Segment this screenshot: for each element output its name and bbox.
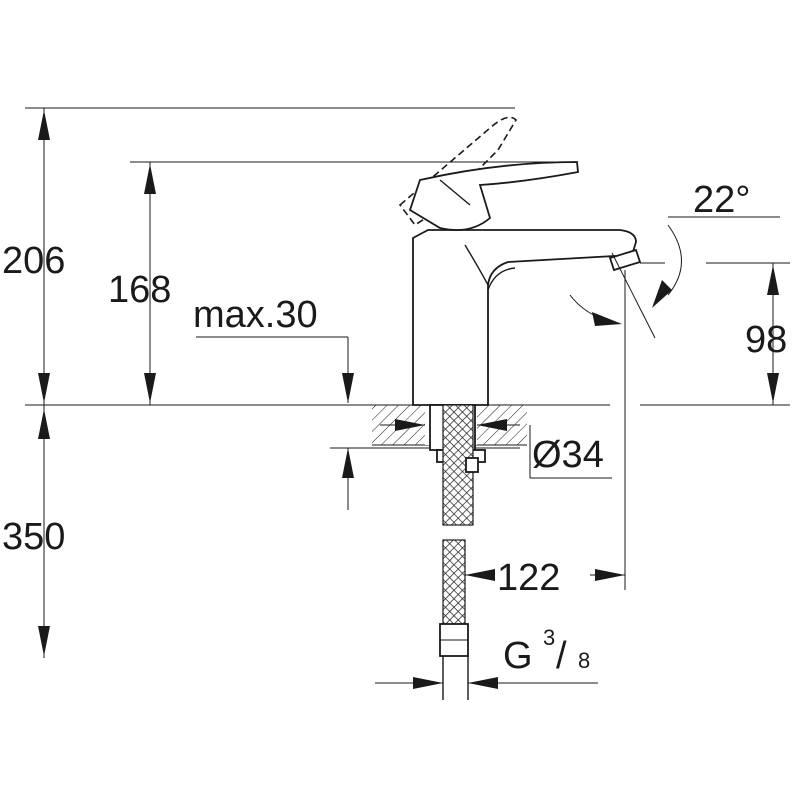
dimension-350-label: 350 xyxy=(2,516,65,558)
mounting-shank xyxy=(429,404,486,526)
dimension-diameter-label: Ø34 xyxy=(532,434,604,476)
dimension-total-height xyxy=(25,107,515,658)
dimension-max30-label: max.30 xyxy=(193,294,318,336)
dimension-hole-diameter xyxy=(380,419,612,479)
dimension-spout-angle xyxy=(569,216,780,339)
dimension-168-label: 168 xyxy=(108,269,171,311)
thread-slash-label: / xyxy=(556,635,567,677)
dimension-spout-reach xyxy=(465,270,626,590)
tap-body xyxy=(398,116,642,406)
flex-hose xyxy=(439,539,469,700)
dimension-lever-height xyxy=(130,161,560,405)
dimension-angle-label: 22° xyxy=(693,179,750,221)
dimension-206-label: 206 xyxy=(2,240,65,282)
thread-denominator-label: 8 xyxy=(578,648,590,673)
thread-prefix-label: G xyxy=(503,635,533,677)
dimension-98-label: 98 xyxy=(745,319,787,361)
dimension-thread-size xyxy=(375,677,598,689)
dimension-spout-height xyxy=(640,262,790,405)
dimension-max-thickness xyxy=(196,336,520,510)
thread-numerator-label: 3 xyxy=(543,625,555,650)
dimension-122-label: 122 xyxy=(497,557,560,599)
